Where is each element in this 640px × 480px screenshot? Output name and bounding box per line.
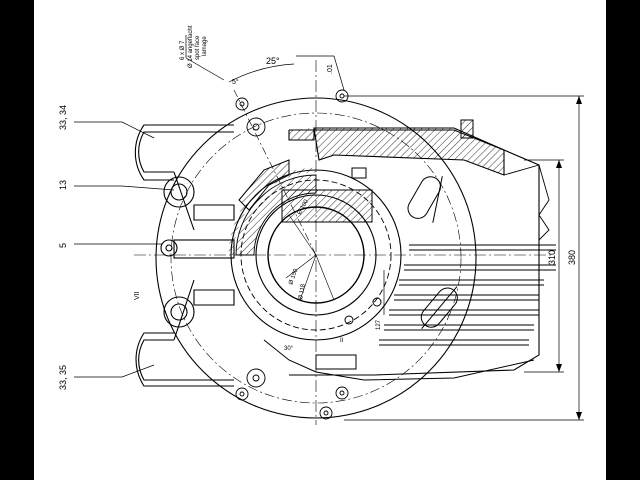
angle-25-label: 25° <box>266 56 280 66</box>
dia-150-label: Ø 150 <box>288 268 299 286</box>
dia-118-label: Ø 118 <box>298 283 307 300</box>
roman-ii-label: II <box>340 338 344 344</box>
angle-5-label: 5° <box>232 78 239 86</box>
engine-section-drawing: 33, 34 13 5 VII 33, 35 25° 5° .01 6 x Ø … <box>58 25 584 425</box>
hatched-ring <box>238 159 290 211</box>
callout-33-35: 33, 35 <box>58 365 68 390</box>
callout-33-34: 33, 34 <box>58 105 68 130</box>
bolt-circle <box>170 112 462 404</box>
dimension-arrows <box>556 96 582 420</box>
slotted-bosses <box>351 119 474 330</box>
cylinder-housing <box>288 127 540 376</box>
callout-vii: VII <box>134 291 141 300</box>
drawing-sheet: 33, 34 13 5 VII 33, 35 25° 5° .01 6 x Ø … <box>34 0 606 480</box>
dimension-lines <box>185 35 584 421</box>
diameter-leaders <box>285 214 335 301</box>
cooling-fins <box>379 164 556 346</box>
piston-section <box>281 189 373 223</box>
note-line-4: lamage <box>202 36 208 56</box>
left-pipe-loops <box>134 124 235 387</box>
angle-30-label: 30° <box>284 346 294 352</box>
note-line-2: Ø 14 angeflacht <box>188 25 194 68</box>
dim-380-label: 380 <box>567 250 577 265</box>
note-line-3: spot face <box>195 35 201 60</box>
callout-leaders <box>74 121 175 378</box>
dim-127-label: 127 <box>376 319 382 330</box>
dim-310-label: 310 <box>547 250 557 265</box>
tolerance-label: .01 <box>327 64 334 74</box>
crankcase-bottom <box>263 297 535 381</box>
bolt-holes <box>235 89 349 420</box>
callout-5: 5 <box>58 243 68 248</box>
note-line-1: 6 x Ø 7 <box>180 40 186 60</box>
callout-13: 13 <box>58 180 68 190</box>
outer-flange-circle <box>155 97 477 419</box>
